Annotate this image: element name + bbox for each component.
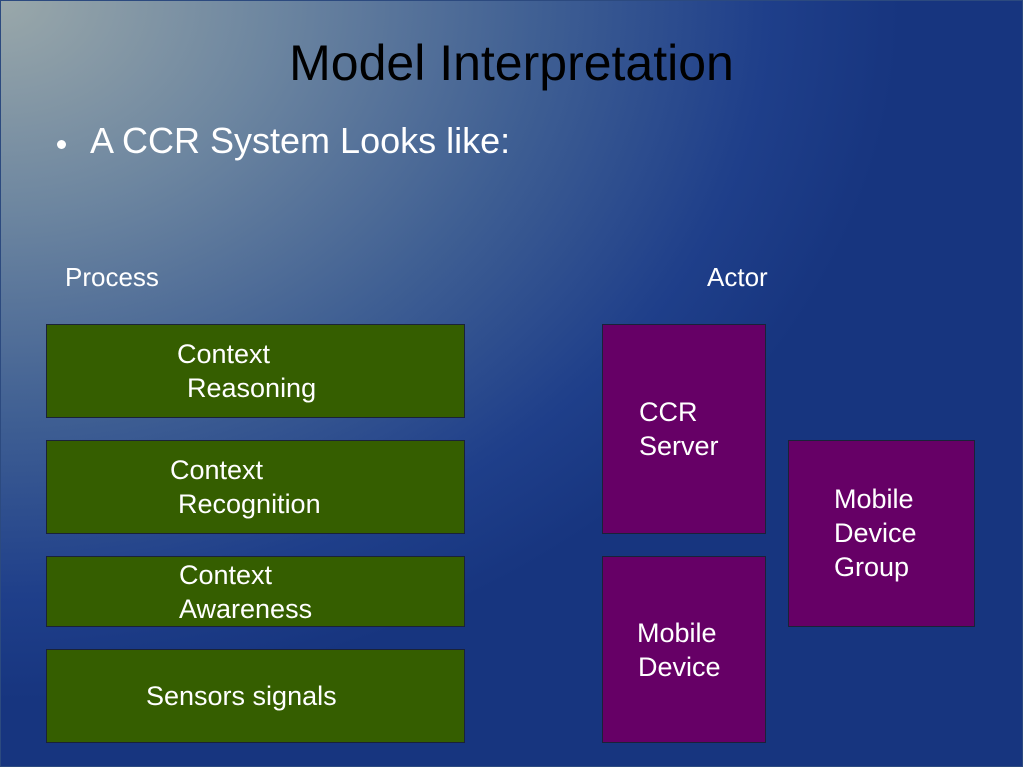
actor-box-mobile-device-group: Mobile Device Group	[788, 440, 975, 627]
actor-box-line2: Device	[638, 652, 721, 682]
process-box-context-recognition: Context Recognition	[46, 440, 465, 534]
process-box-line2: Recognition	[178, 489, 321, 519]
process-box-line1: Sensors signals	[146, 681, 337, 711]
bullet-dot-icon	[57, 140, 66, 149]
process-box-context-reasoning: Context Reasoning	[46, 324, 465, 418]
bullet-text: A CCR System Looks like:	[90, 120, 511, 161]
slide-title: Model Interpretation	[289, 35, 734, 91]
process-box-sensors-signals: Sensors signals	[46, 649, 465, 743]
actor-box-line1: Mobile	[834, 484, 914, 514]
actor-box-line3: Group	[834, 552, 910, 582]
process-box-line2: Reasoning	[187, 373, 317, 403]
actor-box-line1: CCR	[639, 397, 698, 427]
actor-heading: Actor	[707, 262, 768, 292]
actor-box-ccr-server: CCR Server	[602, 324, 766, 534]
process-box-context-awareness: Context Awareness	[46, 556, 465, 627]
process-box-line1: Context	[170, 455, 264, 485]
process-box-line1: Context	[177, 339, 271, 369]
actor-box-mobile-device: Mobile Device	[602, 556, 766, 743]
actor-box-line2: Server	[639, 431, 719, 461]
process-box-line2: Awareness	[179, 594, 313, 624]
actor-box-line2: Device	[834, 518, 917, 548]
actor-box-line1: Mobile	[637, 618, 717, 648]
process-box-line1: Context	[179, 560, 273, 590]
process-heading: Process	[65, 262, 159, 292]
